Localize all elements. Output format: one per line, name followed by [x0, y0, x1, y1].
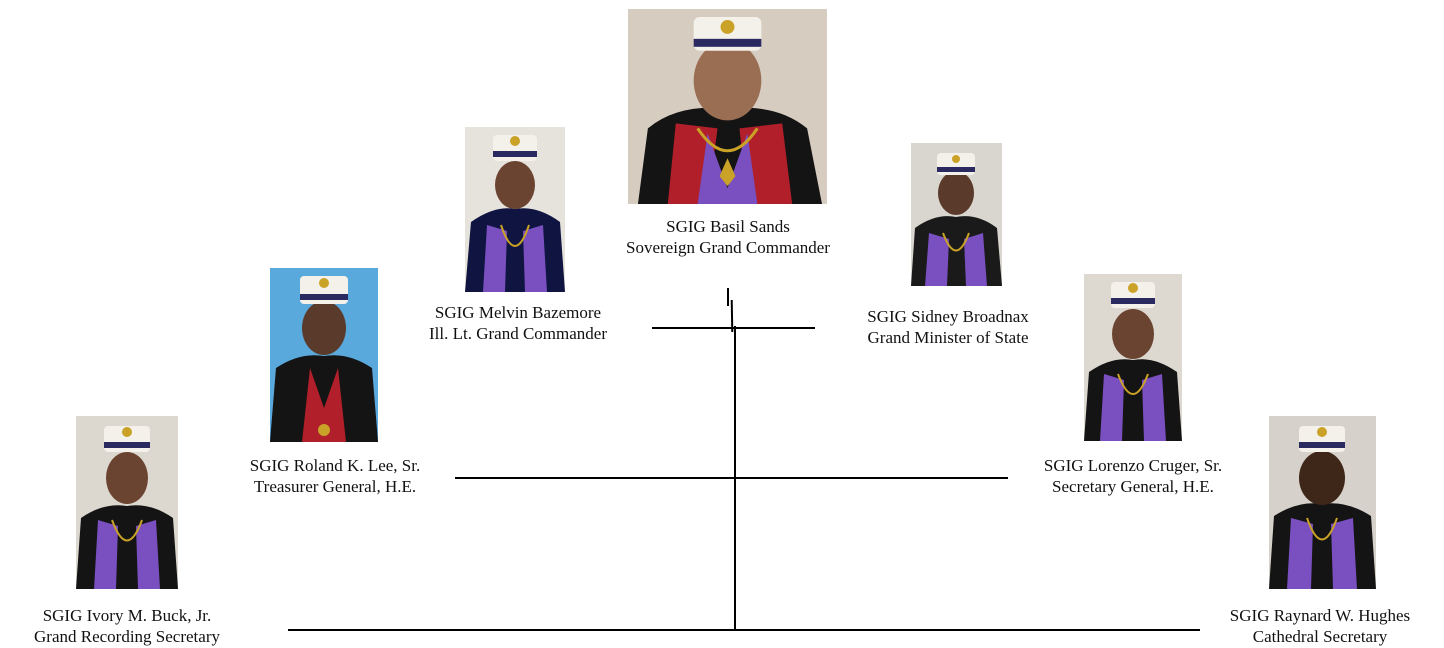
portrait-melvin-bazemore [465, 127, 565, 292]
caption-lorenzo-cruger: SGIG Lorenzo Cruger, Sr. Secretary Gener… [998, 455, 1268, 497]
caption-raynard-hughes: SGIG Raynard W. Hughes Cathedral Secreta… [1196, 605, 1444, 647]
portrait-basil-sands [628, 9, 827, 204]
officer-title: Sovereign Grand Commander [626, 238, 830, 257]
officer-name: SGIG Sidney Broadnax [867, 307, 1029, 326]
caption-melvin-bazemore: SGIG Melvin Bazemore Ill. Lt. Grand Comm… [380, 302, 656, 344]
officer-title: Treasurer General, H.E. [253, 477, 417, 496]
officer-title: Ill. Lt. Grand Commander [429, 324, 607, 343]
officer-name: SGIG Ivory M. Buck, Jr. [42, 606, 212, 625]
officer-name: SGIG Lorenzo Cruger, Sr. [1043, 456, 1223, 475]
caption-roland-lee: SGIG Roland K. Lee, Sr. Treasurer Genera… [200, 455, 470, 497]
tier2-connector [455, 477, 1008, 479]
officer-title: Secretary General, H.E. [1052, 477, 1214, 496]
tier3-connector [288, 629, 1200, 631]
officer-title: Cathedral Secretary [1252, 627, 1388, 646]
portrait-ivory-buck [76, 416, 178, 589]
caption-sidney-broadnax: SGIG Sidney Broadnax Grand Minister of S… [810, 306, 1086, 348]
portrait-sidney-broadnax [911, 143, 1002, 286]
tier1-connector [652, 327, 815, 329]
officer-name: SGIG Basil Sands [666, 217, 790, 236]
portrait-roland-lee [270, 268, 378, 442]
portrait-lorenzo-cruger [1084, 274, 1182, 441]
trunk-line-vertical [727, 288, 729, 306]
officer-name: SGIG Melvin Bazemore [434, 303, 602, 322]
officer-name: SGIG Raynard W. Hughes [1229, 606, 1411, 625]
caption-ivory-buck: SGIG Ivory M. Buck, Jr. Grand Recording … [0, 605, 254, 647]
portrait-raynard-hughes [1269, 416, 1376, 589]
officer-title: Grand Recording Secretary [34, 627, 220, 646]
officer-title: Grand Minister of State [867, 328, 1029, 347]
officer-name: SGIG Roland K. Lee, Sr. [249, 456, 421, 475]
caption-basil-sands: SGIG Basil Sands Sovereign Grand Command… [570, 216, 886, 258]
